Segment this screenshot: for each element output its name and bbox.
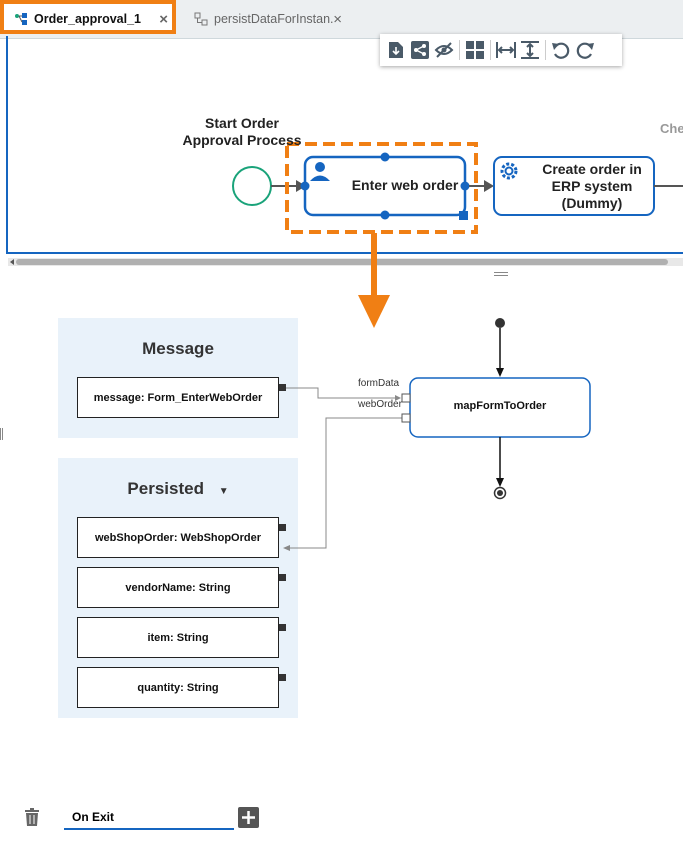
input-port[interactable] — [401, 413, 411, 423]
tab-on-exit[interactable]: On Exit — [64, 806, 234, 830]
message-title: Message — [142, 339, 214, 358]
selection-highlight — [285, 142, 478, 234]
output-port[interactable] — [279, 674, 286, 681]
output-port[interactable] — [279, 574, 286, 581]
output-port[interactable] — [279, 384, 286, 391]
fit-width-icon — [496, 42, 516, 58]
layout-icon — [466, 41, 484, 59]
scrollbar-thumb[interactable] — [16, 259, 668, 265]
fit-height-button[interactable] — [518, 38, 542, 62]
input-label: webOrder — [358, 399, 402, 410]
input-label: formData — [358, 378, 400, 389]
fit-width-button[interactable] — [494, 38, 518, 62]
undo-button[interactable] — [549, 38, 573, 62]
gear-icon — [500, 162, 518, 180]
redo-button[interactable] — [573, 38, 597, 62]
tab-label: Order_approval_1 — [34, 12, 141, 26]
redo-icon — [576, 42, 594, 59]
function-label: mapFormToOrder — [453, 400, 547, 412]
tab-persist-data[interactable]: persistDataForInstan... × — [184, 4, 350, 34]
export-button[interactable] — [384, 38, 408, 62]
output-port[interactable] — [279, 524, 286, 531]
fit-height-icon — [521, 41, 539, 59]
scroll-left-icon[interactable] — [10, 259, 14, 265]
partial-label: Che — [660, 121, 683, 136]
task-label: Enter web order — [351, 177, 459, 193]
output-port[interactable] — [279, 624, 286, 631]
splitter-handle[interactable] — [494, 272, 508, 276]
tab-label: persistDataForInstan... — [214, 12, 334, 26]
layout-button[interactable] — [463, 38, 487, 62]
export-icon — [389, 42, 403, 58]
undo-icon — [552, 42, 570, 59]
diagram-icon — [194, 12, 208, 26]
plus-icon — [238, 807, 259, 828]
hide-button[interactable] — [432, 38, 456, 62]
user-icon — [310, 162, 330, 181]
persisted-title[interactable]: Persisted ▼ — [127, 479, 229, 498]
persisted-variable[interactable]: vendorName: String — [77, 567, 279, 608]
close-icon[interactable]: × — [159, 10, 168, 28]
delete-button[interactable] — [24, 808, 40, 831]
tab-highlight — [0, 0, 176, 34]
trash-icon — [25, 808, 39, 826]
hide-icon — [434, 42, 454, 58]
persisted-variable[interactable]: webShopOrder: WebShopOrder — [77, 517, 279, 558]
side-splitter-handle[interactable] — [0, 428, 3, 440]
persisted-variable[interactable]: quantity: String — [77, 667, 279, 708]
input-port[interactable] — [401, 393, 411, 403]
persisted-variable[interactable]: item: String — [77, 617, 279, 658]
close-icon[interactable]: × — [333, 10, 342, 28]
process-icon — [15, 13, 27, 25]
message-variable[interactable]: message: Form_EnterWebOrder — [77, 377, 279, 418]
diagram-toolbar — [380, 34, 622, 66]
add-button[interactable] — [238, 807, 259, 833]
share-icon — [411, 41, 429, 59]
tab-order-approval[interactable]: Order_approval_1 × — [4, 4, 176, 34]
process-diagram — [232, 142, 683, 234]
share-button[interactable] — [408, 38, 432, 62]
process-canvas[interactable] — [6, 36, 683, 254]
chevron-down-icon[interactable]: ▼ — [218, 486, 229, 497]
